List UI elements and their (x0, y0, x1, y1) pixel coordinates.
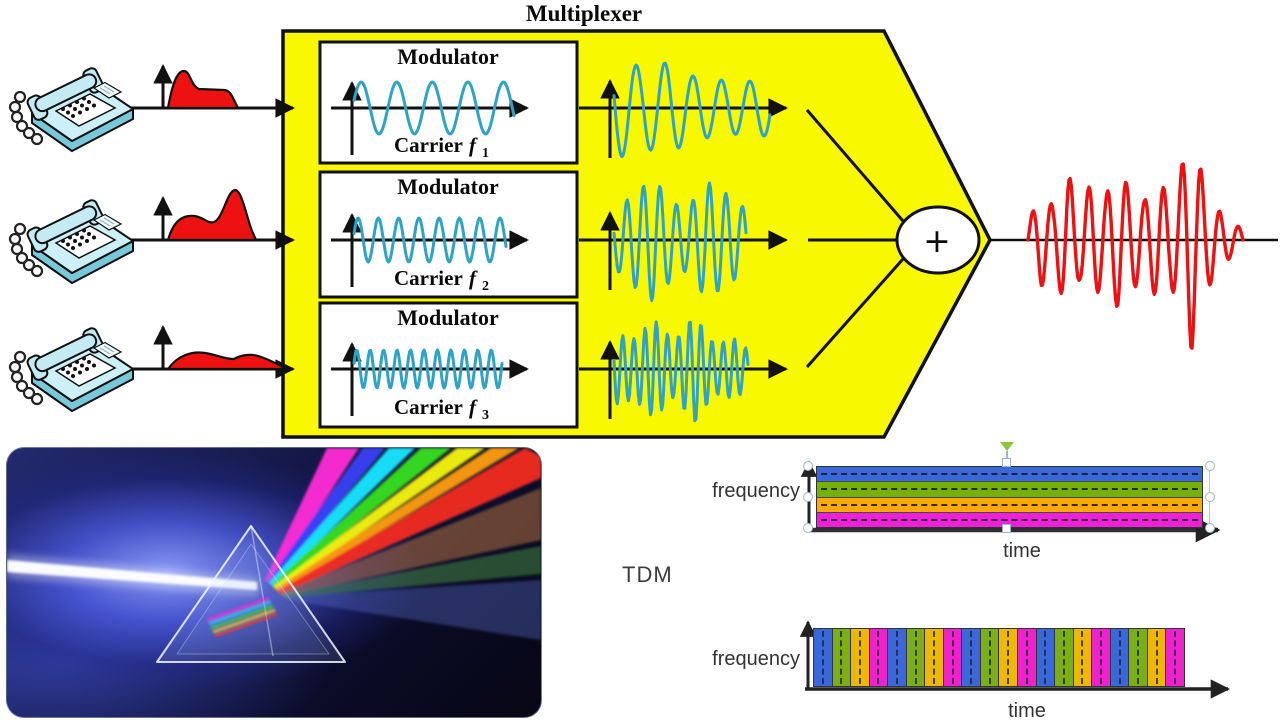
rainbow-beams (265, 448, 541, 640)
svg-text:f: f (469, 266, 478, 290)
input-spectrum-3 (166, 351, 285, 371)
input-spectrum-1 (166, 69, 240, 110)
modulated-wave-1 (612, 61, 772, 159)
tdm-time-slot (814, 629, 833, 686)
modulator-label: Modulator (397, 305, 499, 330)
tdm-time-slot (1147, 629, 1167, 686)
selection-handle[interactable] (1205, 461, 1215, 471)
tdm-time-slot (925, 629, 944, 686)
rotate-handle[interactable] (1006, 451, 1008, 460)
modulated-wave-3 (612, 320, 750, 423)
selection-handle[interactable] (803, 523, 813, 533)
tdm-time-slot (1166, 629, 1184, 686)
tdm-time-slot (1036, 629, 1056, 686)
tdm-time-slot (1055, 629, 1074, 686)
carrier-wave-1 (352, 80, 516, 136)
svg-text:1: 1 (482, 146, 489, 161)
tdm-time-slot (1110, 629, 1130, 686)
input-spectrum-2 (166, 188, 258, 242)
fdm-xlabel: time (1003, 540, 1041, 562)
tdm-ylabel: frequency (712, 648, 800, 670)
telephone-icon (8, 325, 135, 413)
rotate-handle-icon[interactable] (1000, 442, 1014, 451)
white-light-beam (7, 554, 259, 596)
svg-text:f: f (469, 395, 478, 419)
tdm-chart: frequency time (660, 596, 1280, 720)
fdm-frequency-band (817, 512, 1202, 527)
sum-symbol: + (923, 221, 951, 260)
multiplexed-signal-wave (1026, 162, 1245, 350)
fdm-frequency-band (817, 497, 1202, 513)
selection-handle[interactable] (803, 461, 813, 471)
carrier-label: Carrier (394, 133, 463, 157)
fdm-frequency-band (817, 482, 1202, 498)
tdm-time-slot (1073, 629, 1093, 686)
tdm-time-slot (888, 629, 907, 686)
tdm-time-slot (999, 629, 1019, 686)
svg-text:f: f (469, 133, 478, 157)
tdm-time-slot (832, 629, 852, 686)
selection-handle[interactable] (1205, 523, 1215, 533)
tdm-time-slot (851, 629, 870, 686)
carrier-wave-3 (352, 348, 504, 390)
tdm-time-slot (1092, 629, 1111, 686)
input-channel-1: Modulator Carrier f 1 (8, 40, 905, 222)
modulator-box-1 (318, 40, 579, 165)
selection-handle[interactable] (803, 492, 813, 502)
modulator-label: Modulator (397, 174, 499, 199)
fdm-block-diagram: Multiplexer Modulator Carrier f 1 (8, 1, 1278, 439)
svg-text:3: 3 (482, 408, 489, 423)
fdm-ylabel: frequency (712, 480, 800, 502)
carrier-wave-2 (352, 216, 508, 264)
fdm-bands (816, 466, 1203, 528)
selection-handle[interactable] (1205, 492, 1215, 502)
tdm-time-slot (906, 629, 926, 686)
tdm-time-slot (943, 629, 963, 686)
tdm-slots (813, 628, 1185, 687)
carrier-label: Carrier (394, 395, 463, 419)
input-channel-3: Modulator Carrier f 3 (8, 258, 905, 429)
tdm-time-slot (1018, 629, 1037, 686)
tdm-time-slot (1129, 629, 1148, 686)
selection-handle[interactable] (1002, 458, 1011, 467)
tdm-time-slot (869, 629, 889, 686)
sum-node (895, 205, 981, 275)
modulated-wave-2 (612, 181, 748, 302)
svg-text:2: 2 (482, 279, 489, 294)
modulator-label: Modulator (397, 44, 499, 69)
fdm-frequency-band (817, 467, 1202, 483)
selection-handle[interactable] (1002, 524, 1011, 533)
internal-spectrum (206, 596, 278, 638)
carrier-label: Carrier (394, 266, 463, 290)
multiplexer-title: Multiplexer (526, 1, 642, 26)
tdm-xlabel: time (1008, 700, 1046, 720)
prism-dispersion-image (6, 447, 542, 718)
fdm-chart: frequency time (660, 438, 1260, 590)
tdm-time-slot (962, 629, 981, 686)
input-channel-2: Modulator Carrier f 2 (8, 170, 897, 302)
tdm-time-slot (980, 629, 1000, 686)
telephone-icon (8, 65, 135, 153)
tdm-label: TDM (622, 562, 673, 587)
telephone-icon (8, 197, 135, 285)
